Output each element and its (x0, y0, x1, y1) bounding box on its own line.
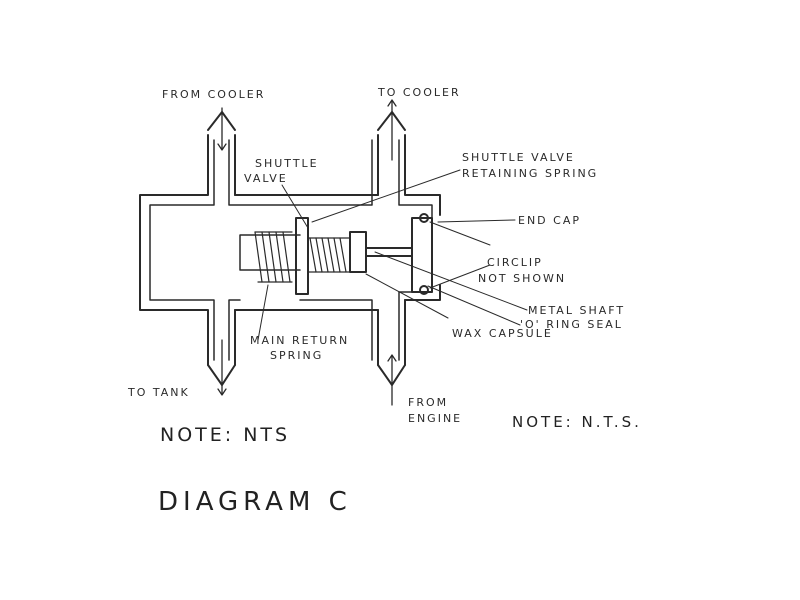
wax-capsule (349, 231, 413, 273)
label-retaining-spring-line2: RETAINING SPRING (462, 167, 599, 180)
label-main-return-spring-line1: MAIN RETURN (250, 334, 350, 347)
retaining-spring (307, 237, 351, 273)
label-wax-capsule: WAX CAPSULE (452, 327, 553, 340)
shuttle-valve (295, 217, 309, 295)
label-circlip-line2: NOT SHOWN (478, 272, 567, 285)
housing-inner-walls (149, 139, 433, 361)
label-from-engine-line2: ENGINE (408, 412, 463, 425)
main-return-spring (254, 231, 293, 283)
flow-arrows (217, 99, 397, 406)
label-circlip-line1: CIRCLIP (487, 256, 543, 269)
label-end-cap: END CAP (518, 214, 581, 227)
label-main-return-spring-line2: SPRING (270, 349, 324, 362)
note-nts-left: NOTE: NTS (160, 424, 291, 446)
label-from-cooler: FROM COOLER (162, 88, 266, 101)
label-retaining-spring-line1: SHUTTLE VALVE (462, 151, 575, 164)
leader-lines (257, 169, 528, 341)
label-shuttle-valve-line1: SHUTTLE (255, 157, 319, 170)
label-metal-shaft: METAL SHAFT (528, 304, 626, 317)
diagram-title: DIAGRAM C (158, 487, 352, 517)
label-to-cooler: TO COOLER (378, 86, 461, 99)
label-from-engine-line1: FROM (408, 396, 449, 409)
label-to-tank: TO TANK (128, 386, 190, 399)
label-shuttle-valve-line2: VALVE (244, 172, 288, 185)
label-o-ring-seal: 'O' RING SEAL (520, 318, 623, 331)
end-cap (411, 213, 433, 295)
note-nts-right: NOTE: N.T.S. (512, 413, 642, 431)
